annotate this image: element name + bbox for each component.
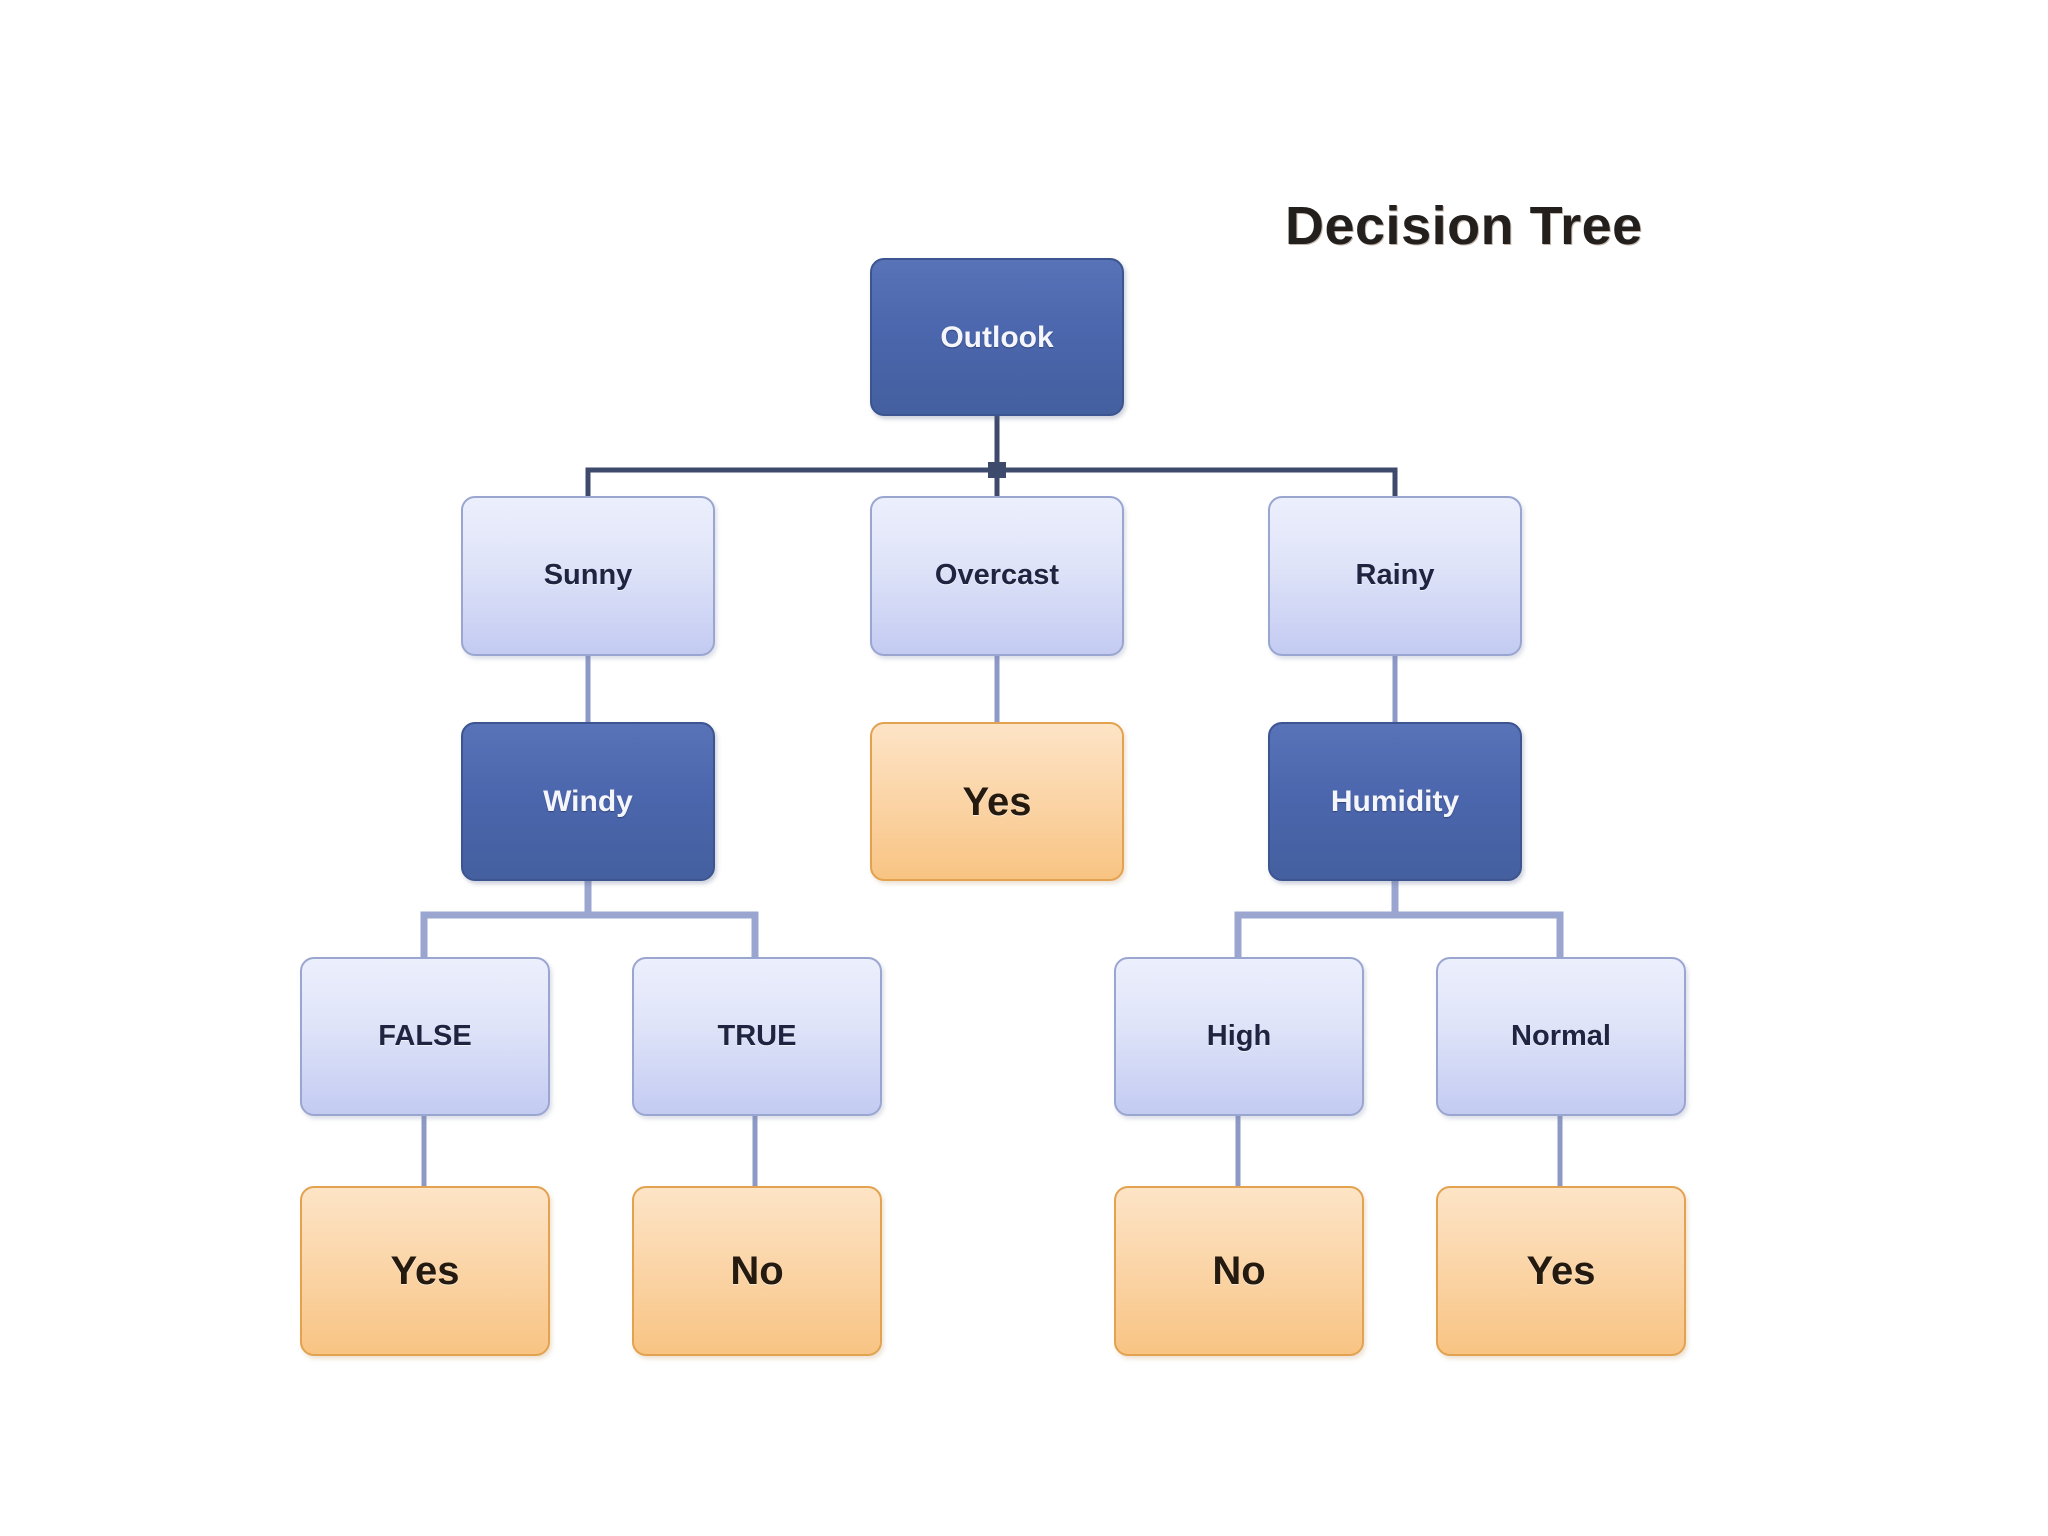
node-overcast-yes-leaf[interactable]: Yes xyxy=(870,722,1124,881)
node-rainy[interactable]: Rainy xyxy=(1268,496,1522,656)
node-humidity[interactable]: Humidity xyxy=(1268,722,1522,881)
node-high-no-leaf[interactable]: No xyxy=(1114,1186,1364,1356)
node-outlook[interactable]: Outlook xyxy=(870,258,1124,416)
node-high-no-label: No xyxy=(1212,1249,1266,1293)
node-humidity-label: Humidity xyxy=(1330,785,1460,818)
node-false-yes-leaf[interactable]: Yes xyxy=(300,1186,550,1356)
node-overcast-yes-label: Yes xyxy=(962,779,1032,824)
node-windy-true-label: TRUE xyxy=(717,1019,797,1052)
node-windy[interactable]: Windy xyxy=(461,722,715,881)
node-windy-label: Windy xyxy=(543,785,633,818)
edge-junction-marker xyxy=(988,462,1006,478)
node-overcast[interactable]: Overcast xyxy=(870,496,1124,656)
edge-humidity-to-children xyxy=(1234,877,1564,961)
node-normal-yes-leaf[interactable]: Yes xyxy=(1436,1186,1686,1356)
edge-windy-to-children xyxy=(420,877,759,961)
node-humidity-normal-label: Normal xyxy=(1511,1019,1611,1052)
node-rainy-label: Rainy xyxy=(1355,559,1435,592)
node-windy-false-label: FALSE xyxy=(378,1019,472,1052)
node-outlook-label: Outlook xyxy=(940,320,1054,354)
node-humidity-high-label: High xyxy=(1206,1019,1272,1052)
node-overcast-label: Overcast xyxy=(934,559,1060,592)
node-true-no-leaf[interactable]: No xyxy=(632,1186,882,1356)
node-sunny-label: Sunny xyxy=(543,559,633,592)
node-sunny[interactable]: Sunny xyxy=(461,496,715,656)
node-humidity-high[interactable]: High xyxy=(1114,957,1364,1116)
node-normal-yes-label: Yes xyxy=(1526,1249,1596,1293)
node-humidity-normal[interactable]: Normal xyxy=(1436,957,1686,1116)
edge-outlook-to-level2 xyxy=(585,412,1398,499)
node-windy-false[interactable]: FALSE xyxy=(300,957,550,1116)
node-false-yes-label: Yes xyxy=(390,1249,460,1293)
node-windy-true[interactable]: TRUE xyxy=(632,957,882,1116)
page-title: Decision Tree xyxy=(1285,196,1643,256)
node-true-no-label: No xyxy=(730,1249,784,1293)
